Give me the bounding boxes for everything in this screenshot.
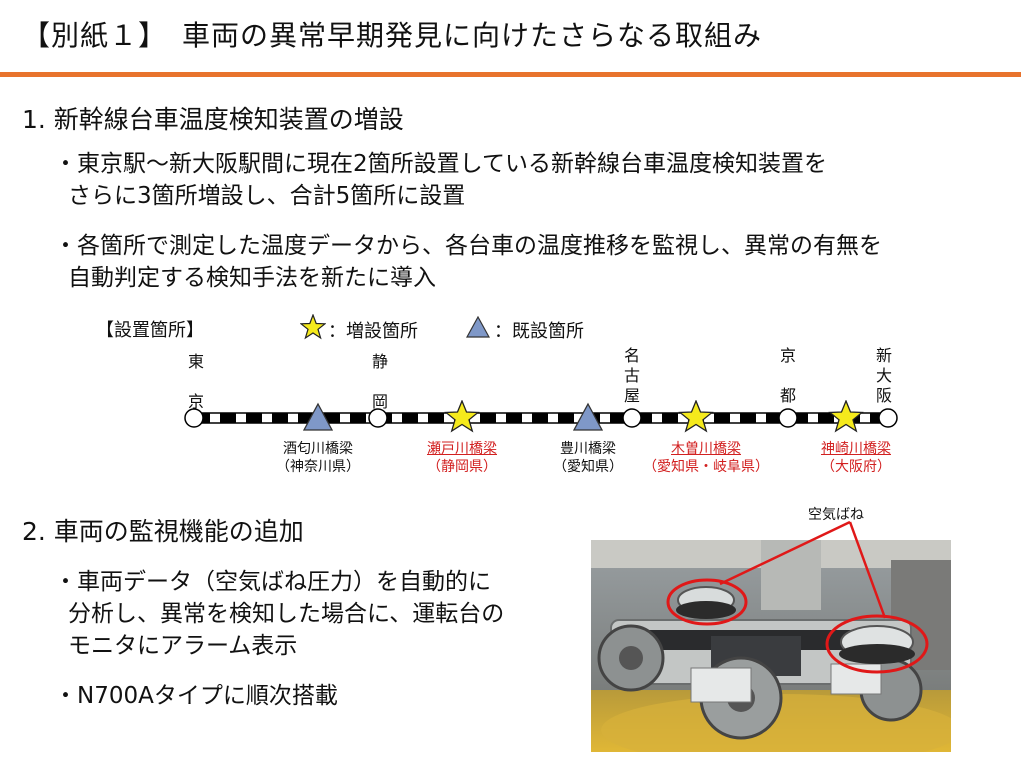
rail-line-diagram — [184, 400, 898, 433]
section1-bullet-2: ・各箇所で測定した温度データから、各台車の温度推移を監視し、異常の有無を 自動判… — [54, 230, 882, 294]
triangle-icon — [466, 316, 490, 338]
site-label-toyokawa: 豊川橋梁（愛知県） — [553, 441, 623, 475]
bullet-line: 分析し、異常を検知した場合に、運転台の — [68, 601, 505, 627]
section2-bullet-2: ・N700Aタイプに順次搭載 — [54, 680, 338, 712]
bogie-photo — [591, 540, 951, 752]
callout-leader-lines — [719, 520, 887, 619]
bullet-line: モニタにアラーム表示 — [68, 633, 298, 659]
station-node — [184, 408, 204, 428]
bullet-line: ・各箇所で測定した温度データから、各台車の温度推移を監視し、異常の有無を — [54, 233, 882, 259]
star-icon — [300, 314, 326, 340]
section1-heading: 1. 新幹線台車温度検知装置の増設 — [22, 105, 404, 134]
station-node — [622, 408, 642, 428]
station-shizuoka: 静岡 — [371, 352, 388, 411]
legend-existing-label: ：既設箇所 — [494, 321, 584, 342]
station-node — [778, 408, 798, 428]
star-icon — [444, 400, 480, 433]
bullet-line: ・N700Aタイプに順次搭載 — [54, 683, 338, 709]
site-label-setogawa: 瀬戸川橋梁（静岡県） — [427, 441, 497, 475]
station-node — [368, 408, 388, 428]
station-kyoto: 京都 — [779, 346, 796, 405]
page-title: 【別紙１】 車両の異常早期発見に向けたさらなる取組み — [22, 19, 763, 52]
site-label-kisogawa: 木曽川橋梁（愛知県・岐阜県） — [643, 441, 769, 475]
station-node — [878, 408, 898, 428]
bullet-line: さらに3箇所増設し、合計5箇所に設置 — [68, 183, 466, 209]
section2-bullet-1: ・車両データ（空気ばね圧力）を自動的に 分析し、異常を検知した場合に、運転台の … — [54, 566, 504, 662]
section1-bullet-1: ・東京駅～新大阪駅間に現在2箇所設置している新幹線台車温度検知装置を さらに3箇… — [54, 148, 827, 212]
station-shin-osaka: 新大阪 — [875, 346, 892, 405]
section2-heading: 2. 車両の監視機能の追加 — [22, 517, 304, 546]
title-divider — [0, 72, 1021, 77]
air-spring-highlight — [666, 578, 748, 626]
star-icon — [828, 400, 864, 433]
station-nagoya: 名古屋 — [623, 346, 640, 405]
bullet-line: 自動判定する検知手法を新たに導入 — [68, 265, 436, 291]
photo-callout-label: 空気ばね — [808, 507, 864, 523]
air-spring-highlight — [825, 614, 929, 674]
star-icon — [678, 400, 714, 433]
triangle-icon — [302, 402, 334, 431]
legend-new-label: ：増設箇所 — [328, 321, 418, 342]
bullet-line: ・東京駅～新大阪駅間に現在2箇所設置している新幹線台車温度検知装置を — [54, 151, 827, 177]
bullet-line: ・車両データ（空気ばね圧力）を自動的に — [54, 569, 491, 595]
map-label: 【設置箇所】 — [96, 320, 204, 341]
site-label-kanzakigawa: 神崎川橋梁（大阪府） — [821, 441, 891, 475]
site-label-sakawagawa: 酒匂川橋梁（神奈川県） — [276, 441, 360, 475]
triangle-icon — [572, 402, 604, 431]
station-tokyo: 東京 — [187, 352, 204, 411]
